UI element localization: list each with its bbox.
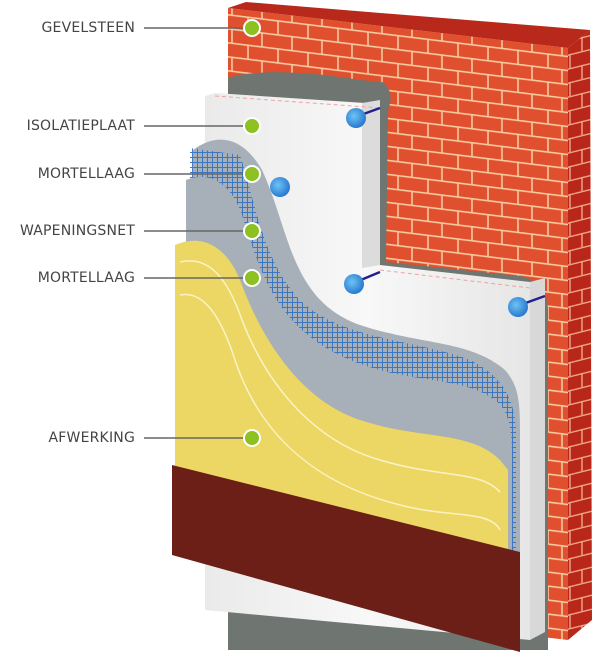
insulation-board-edge <box>362 100 380 268</box>
marker-dot-gevelsteen <box>243 19 261 37</box>
insulation-board-side <box>530 278 545 640</box>
label-wapeningsnet: WAPENINGSNET <box>19 223 135 239</box>
label-mortellaag-1: MORTELLAAG <box>37 166 135 182</box>
brick-wall-side <box>568 30 592 640</box>
marker-dot-isolatieplaat <box>243 117 261 135</box>
marker-dot-mortellaag-1 <box>243 165 261 183</box>
label-afwerking: AFWERKING <box>48 430 135 446</box>
marker-dot-wapeningsnet <box>243 222 261 240</box>
brick-wall-top <box>228 2 590 48</box>
anchor-dowel <box>270 177 290 197</box>
label-isolatieplaat: ISOLATIEPLAAT <box>26 118 135 134</box>
plinth <box>172 465 520 652</box>
label-gevelsteen: GEVELSTEEN <box>41 20 135 36</box>
marker-dot-afwerking <box>243 429 261 447</box>
anchor-dowel <box>346 106 381 128</box>
finish-layer <box>175 240 508 552</box>
label-mortellaag-2: MORTELLAAG <box>37 270 135 286</box>
anchor-dowel <box>344 270 381 294</box>
marker-dot-mortellaag-2 <box>243 269 261 287</box>
anchor-dowel <box>508 294 546 317</box>
